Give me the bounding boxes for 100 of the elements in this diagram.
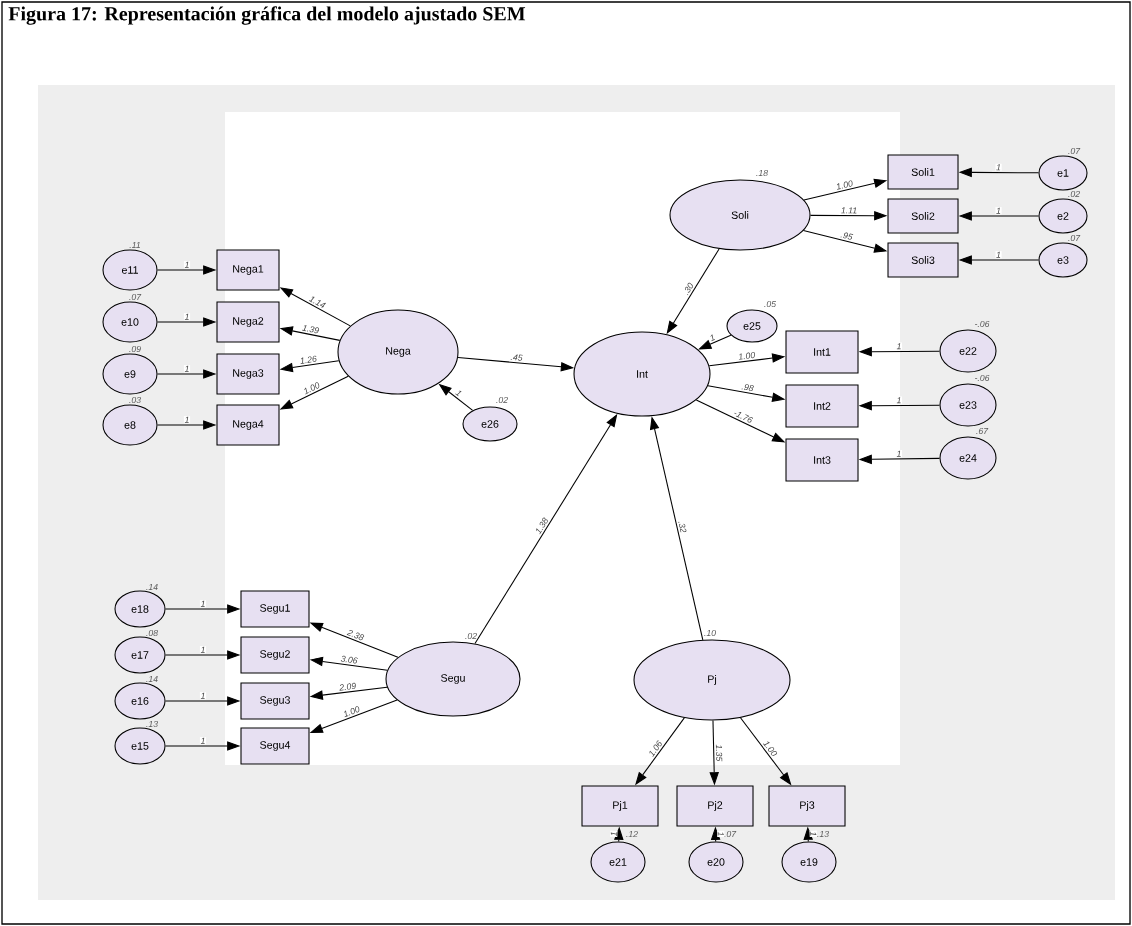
- observed-box: Segu2: [240, 636, 310, 674]
- edge-label: 1: [896, 397, 901, 404]
- variance-label: -.06: [975, 374, 990, 382]
- variance-label: .07: [1068, 147, 1081, 155]
- variance-label: .13: [146, 720, 158, 728]
- edge-label: .98: [741, 384, 754, 392]
- edge-label: 1: [996, 164, 1001, 171]
- ellipse-node: e16: [114, 682, 166, 720]
- ellipse-node: e17: [114, 636, 166, 674]
- edge-label: 1.00: [344, 706, 360, 718]
- variance-label: .12: [626, 831, 638, 838]
- edge-label: 1: [200, 646, 205, 653]
- ellipse-node: e3: [1038, 242, 1088, 278]
- edge-label: 1: [184, 416, 189, 423]
- edge-label: 1: [455, 390, 462, 397]
- ellipse-node: e1: [1038, 155, 1088, 191]
- ellipse-node: e25: [726, 309, 778, 343]
- ellipse-node: e9: [102, 353, 158, 395]
- edge-label: 1: [996, 251, 1001, 258]
- edge-label: 1: [896, 450, 901, 457]
- edge-label: 1.39: [302, 325, 320, 334]
- variance-label: .02: [496, 396, 508, 404]
- variance-label: .07: [1068, 234, 1081, 242]
- edge-label: 1.00: [304, 382, 320, 395]
- variance-label: .08: [146, 629, 158, 637]
- figure-title: Figura 17: Representación gráfica del modelo ajustado SEM: [8, 6, 526, 25]
- edge-label: 1: [717, 831, 724, 836]
- ellipse-node: Segu: [385, 641, 521, 717]
- variance-label: .03: [129, 396, 141, 404]
- ellipse-node: e22: [939, 329, 997, 373]
- ellipse-node: Int: [573, 331, 711, 417]
- observed-box: Soli2: [887, 198, 959, 234]
- variance-label: .10: [704, 629, 716, 637]
- edge-label: 1: [200, 737, 205, 744]
- observed-box: Nega3: [216, 353, 280, 395]
- edge-label: 1: [184, 313, 189, 320]
- edge-label: 1.11: [841, 207, 857, 214]
- edge-label: 1: [996, 207, 1001, 214]
- observed-box: Int3: [785, 438, 859, 482]
- ellipse-node: Pj: [633, 639, 791, 721]
- observed-box: Segu4: [240, 727, 310, 765]
- edge-label: 1: [184, 365, 189, 372]
- edge-label: 1.35: [715, 744, 723, 762]
- ellipse-node: e11: [102, 249, 158, 291]
- edge-label: .30: [684, 282, 693, 296]
- ellipse-node: e23: [939, 383, 997, 427]
- ellipse-node: e20: [688, 841, 744, 883]
- ellipse-node: e8: [102, 404, 158, 446]
- variance-label: .07: [129, 293, 142, 301]
- observed-box: Pj2: [676, 785, 754, 827]
- edge-label: 1: [200, 600, 205, 607]
- observed-box: Pj3: [768, 785, 846, 827]
- edge-label: 1.14: [308, 296, 326, 308]
- variance-label: .13: [817, 830, 829, 838]
- edge-label: .32: [678, 521, 687, 533]
- observed-box: Int1: [785, 330, 859, 374]
- ellipse-node: e21: [590, 841, 646, 883]
- ellipse-node: e15: [114, 727, 166, 765]
- edge-label: 2.09: [339, 682, 356, 691]
- variance-label: .67: [976, 427, 989, 435]
- observed-box: Nega2: [216, 301, 280, 343]
- edge-label: 1: [610, 832, 617, 837]
- variance-label: -.06: [975, 320, 990, 328]
- observed-box: Nega4: [216, 404, 280, 446]
- ellipse-node: e2: [1038, 198, 1088, 234]
- edge-label: 1: [810, 831, 817, 836]
- variance-label: .18: [756, 169, 768, 177]
- edge-label: 1: [896, 343, 901, 350]
- ellipse-node: Soli: [669, 179, 811, 251]
- edge-label: 1.26: [300, 355, 317, 364]
- edge-label: 1.00: [738, 351, 755, 360]
- variance-label: .02: [1068, 190, 1080, 198]
- observed-box: Pj1: [581, 785, 659, 827]
- edge-label: 1: [710, 334, 715, 342]
- variance-label: .14: [146, 584, 158, 590]
- observed-box: Segu1: [240, 590, 310, 628]
- ellipse-node: e19: [781, 841, 837, 883]
- edge-label: .45: [510, 354, 523, 361]
- ellipse-node: e18: [114, 590, 166, 628]
- observed-box: Soli3: [887, 242, 959, 278]
- observed-box: Segu3: [240, 682, 310, 720]
- variance-label: .07: [724, 830, 737, 838]
- ellipse-node: e10: [102, 301, 158, 343]
- edge-label: 1.00: [837, 180, 853, 190]
- variance-label: .02: [465, 632, 477, 640]
- edge-label: -1.76: [734, 412, 753, 423]
- edge-label: 1: [200, 692, 205, 699]
- variance-label: .14: [146, 676, 158, 682]
- observed-box: Nega1: [216, 249, 280, 291]
- edge-label: 3.06: [340, 655, 358, 664]
- edge-label: 2.38: [346, 629, 365, 641]
- ellipse-node: e26: [462, 406, 518, 442]
- variance-label: .09: [129, 345, 141, 353]
- edge-label: .95: [840, 232, 854, 240]
- observed-box: Soli1: [887, 154, 959, 190]
- edge-label: 1: [184, 261, 189, 268]
- variance-label: .11: [129, 242, 140, 248]
- ellipse-node: e24: [939, 436, 997, 480]
- variance-label: .05: [764, 300, 777, 308]
- observed-box: Int2: [785, 384, 859, 428]
